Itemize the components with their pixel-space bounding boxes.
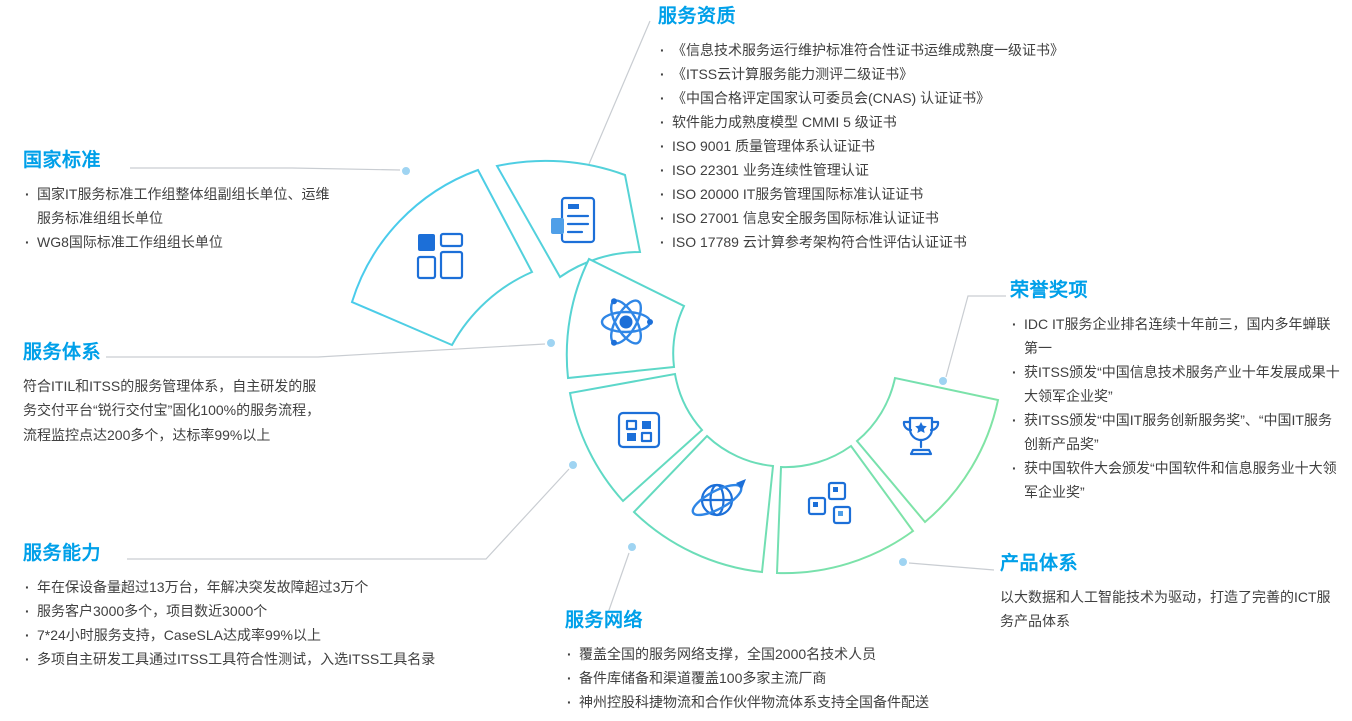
list-item: 获ITSS颁发“中国IT服务创新服务奖”、“中国IT服务创新产品奖” [1010, 408, 1342, 456]
list-item: 国家IT服务标准工作组整体组副组长单位、运维服务标准组组长单位 [23, 182, 333, 230]
connector-service-network [607, 552, 630, 614]
list-item: ISO 17789 云计算参考架构符合性评估认证证书 [658, 230, 1258, 254]
section-title-honors: 荣誉奖项 [1010, 280, 1089, 301]
section-service-system: 服务体系 符合ITIL和ITSS的服务管理体系，自主研发的服务交付平台“锐行交付… [23, 342, 323, 447]
product-system-paragraph: 以大数据和人工智能技术为驱动，打造了完善的ICT服务产品体系 [1000, 588, 1331, 630]
section-service-network: 服务网络 覆盖全国的服务网络支撑，全国2000名技术人员 备件库储备和渠道覆盖1… [565, 610, 1065, 714]
globe-network-icon [691, 479, 746, 517]
certificate-document-icon [551, 196, 596, 244]
trophy-icon [902, 416, 940, 456]
list-item: ISO 20000 IT服务管理国际标准认证证书 [658, 182, 1258, 206]
honors-list: IDC IT服务企业排名连续十年前三，国内多年蝉联第一 获ITSS颁发“中国信息… [1010, 312, 1342, 505]
list-item: 获ITSS颁发“中国信息技术服务产业十年发展成果十大领军企业奖” [1010, 360, 1342, 408]
section-national-standards: 国家标准 国家IT服务标准工作组整体组副组长单位、运维服务标准组组长单位 WG8… [23, 150, 333, 254]
connector-service-system [106, 343, 546, 358]
atom-network-icon [600, 298, 653, 346]
section-title-service-network: 服务网络 [565, 610, 644, 631]
list-item: 获中国软件大会颁发“中国软件和信息服务业十大领军企业奖” [1010, 456, 1342, 504]
list-item: 《信息技术服务运行维护标准符合性证书运维成熟度一级证书》 [658, 38, 1258, 62]
connector-national-standards [130, 167, 401, 171]
dot-product-system [898, 557, 908, 567]
dot-honors [938, 376, 948, 386]
segment-product-system [775, 444, 915, 575]
section-title-service-qualifications: 服务资质 [658, 6, 737, 27]
dot-service-system [546, 338, 556, 348]
dot-national-standards [401, 166, 411, 176]
connector-lines [106, 20, 1006, 614]
list-item: 多项自主研发工具通过ITSS工具符合性测试，入选ITSS工具名录 [23, 647, 563, 671]
list-item: 7*24小时服务支持，CaseSLA达成率99%以上 [23, 623, 563, 647]
dot-service-network [627, 542, 637, 552]
list-item: 软件能力成熟度模型 CMMI 5 级证书 [658, 110, 1258, 134]
list-item: 服务客户3000多个，项目数近3000个 [23, 599, 563, 623]
service-capability-list: 年在保设备量超过13万台，年解决突发故障超过3万个 服务客户3000多个，项目数… [23, 575, 563, 671]
section-service-qualifications: 服务资质 《信息技术服务运行维护标准符合性证书运维成熟度一级证书》 《ITSS云… [658, 6, 1258, 255]
connector-service-qualifications [588, 20, 651, 165]
connector-honors [945, 295, 1006, 378]
dot-service-capability [568, 460, 578, 470]
section-honors: 荣誉奖项 IDC IT服务企业排名连续十年前三，国内多年蝉联第一 获ITSS颁发… [1010, 280, 1342, 504]
list-item: 《ITSS云计算服务能力测评二级证书》 [658, 62, 1258, 86]
service-system-paragraph: 符合ITIL和ITSS的服务管理体系，自主研发的服务交付平台“锐行交付宝”固化1… [23, 377, 321, 443]
section-title-national-standards: 国家标准 [23, 150, 102, 171]
section-title-product-system: 产品体系 [1000, 553, 1079, 574]
list-item: 备件库储备和渠道覆盖100多家主流厂商 [565, 666, 1065, 690]
list-item: IDC IT服务企业排名连续十年前三，国内多年蝉联第一 [1010, 312, 1342, 360]
list-item: ISO 22301 业务连续性管理认证 [658, 158, 1258, 182]
list-item: 《中国合格评定国家认可委员会(CNAS) 认证证书》 [658, 86, 1258, 110]
section-title-service-capability: 服务能力 [23, 543, 102, 564]
service-qualifications-list: 《信息技术服务运行维护标准符合性证书运维成熟度一级证书》 《ITSS云计算服务能… [658, 38, 1258, 255]
list-item: WG8国际标准工作组组长单位 [23, 230, 333, 254]
list-item: 年在保设备量超过13万台，年解决突发故障超过3万个 [23, 575, 563, 599]
list-item: 神州控股科捷物流和合作伙伴物流体系支持全国备件配送 [565, 690, 1065, 714]
service-network-list: 覆盖全国的服务网络支撑，全国2000名技术人员 备件库储备和渠道覆盖100多家主… [565, 642, 1065, 714]
section-title-service-system: 服务体系 [23, 342, 102, 363]
list-item: 覆盖全国的服务网络支撑，全国2000名技术人员 [565, 642, 1065, 666]
dashboard-grid-icon [617, 411, 661, 449]
section-service-capability: 服务能力 年在保设备量超过13万台，年解决突发故障超过3万个 服务客户3000多… [23, 543, 563, 671]
list-item: ISO 27001 信息安全服务国际标准认证证书 [658, 206, 1258, 230]
connector-service-capability [127, 468, 570, 560]
product-boxes-icon [807, 481, 852, 525]
segment-service-qualifications [495, 159, 642, 279]
section-product-system: 产品体系 以大数据和人工智能技术为驱动，打造了完善的ICT服务产品体系 [1000, 553, 1338, 634]
national-standards-list: 国家IT服务标准工作组整体组副组长单位、运维服务标准组组长单位 WG8国际标准工… [23, 182, 333, 254]
list-item: ISO 9001 质量管理体系认证证书 [658, 134, 1258, 158]
connector-product-system [908, 562, 995, 571]
modules-grid-icon [416, 232, 464, 280]
